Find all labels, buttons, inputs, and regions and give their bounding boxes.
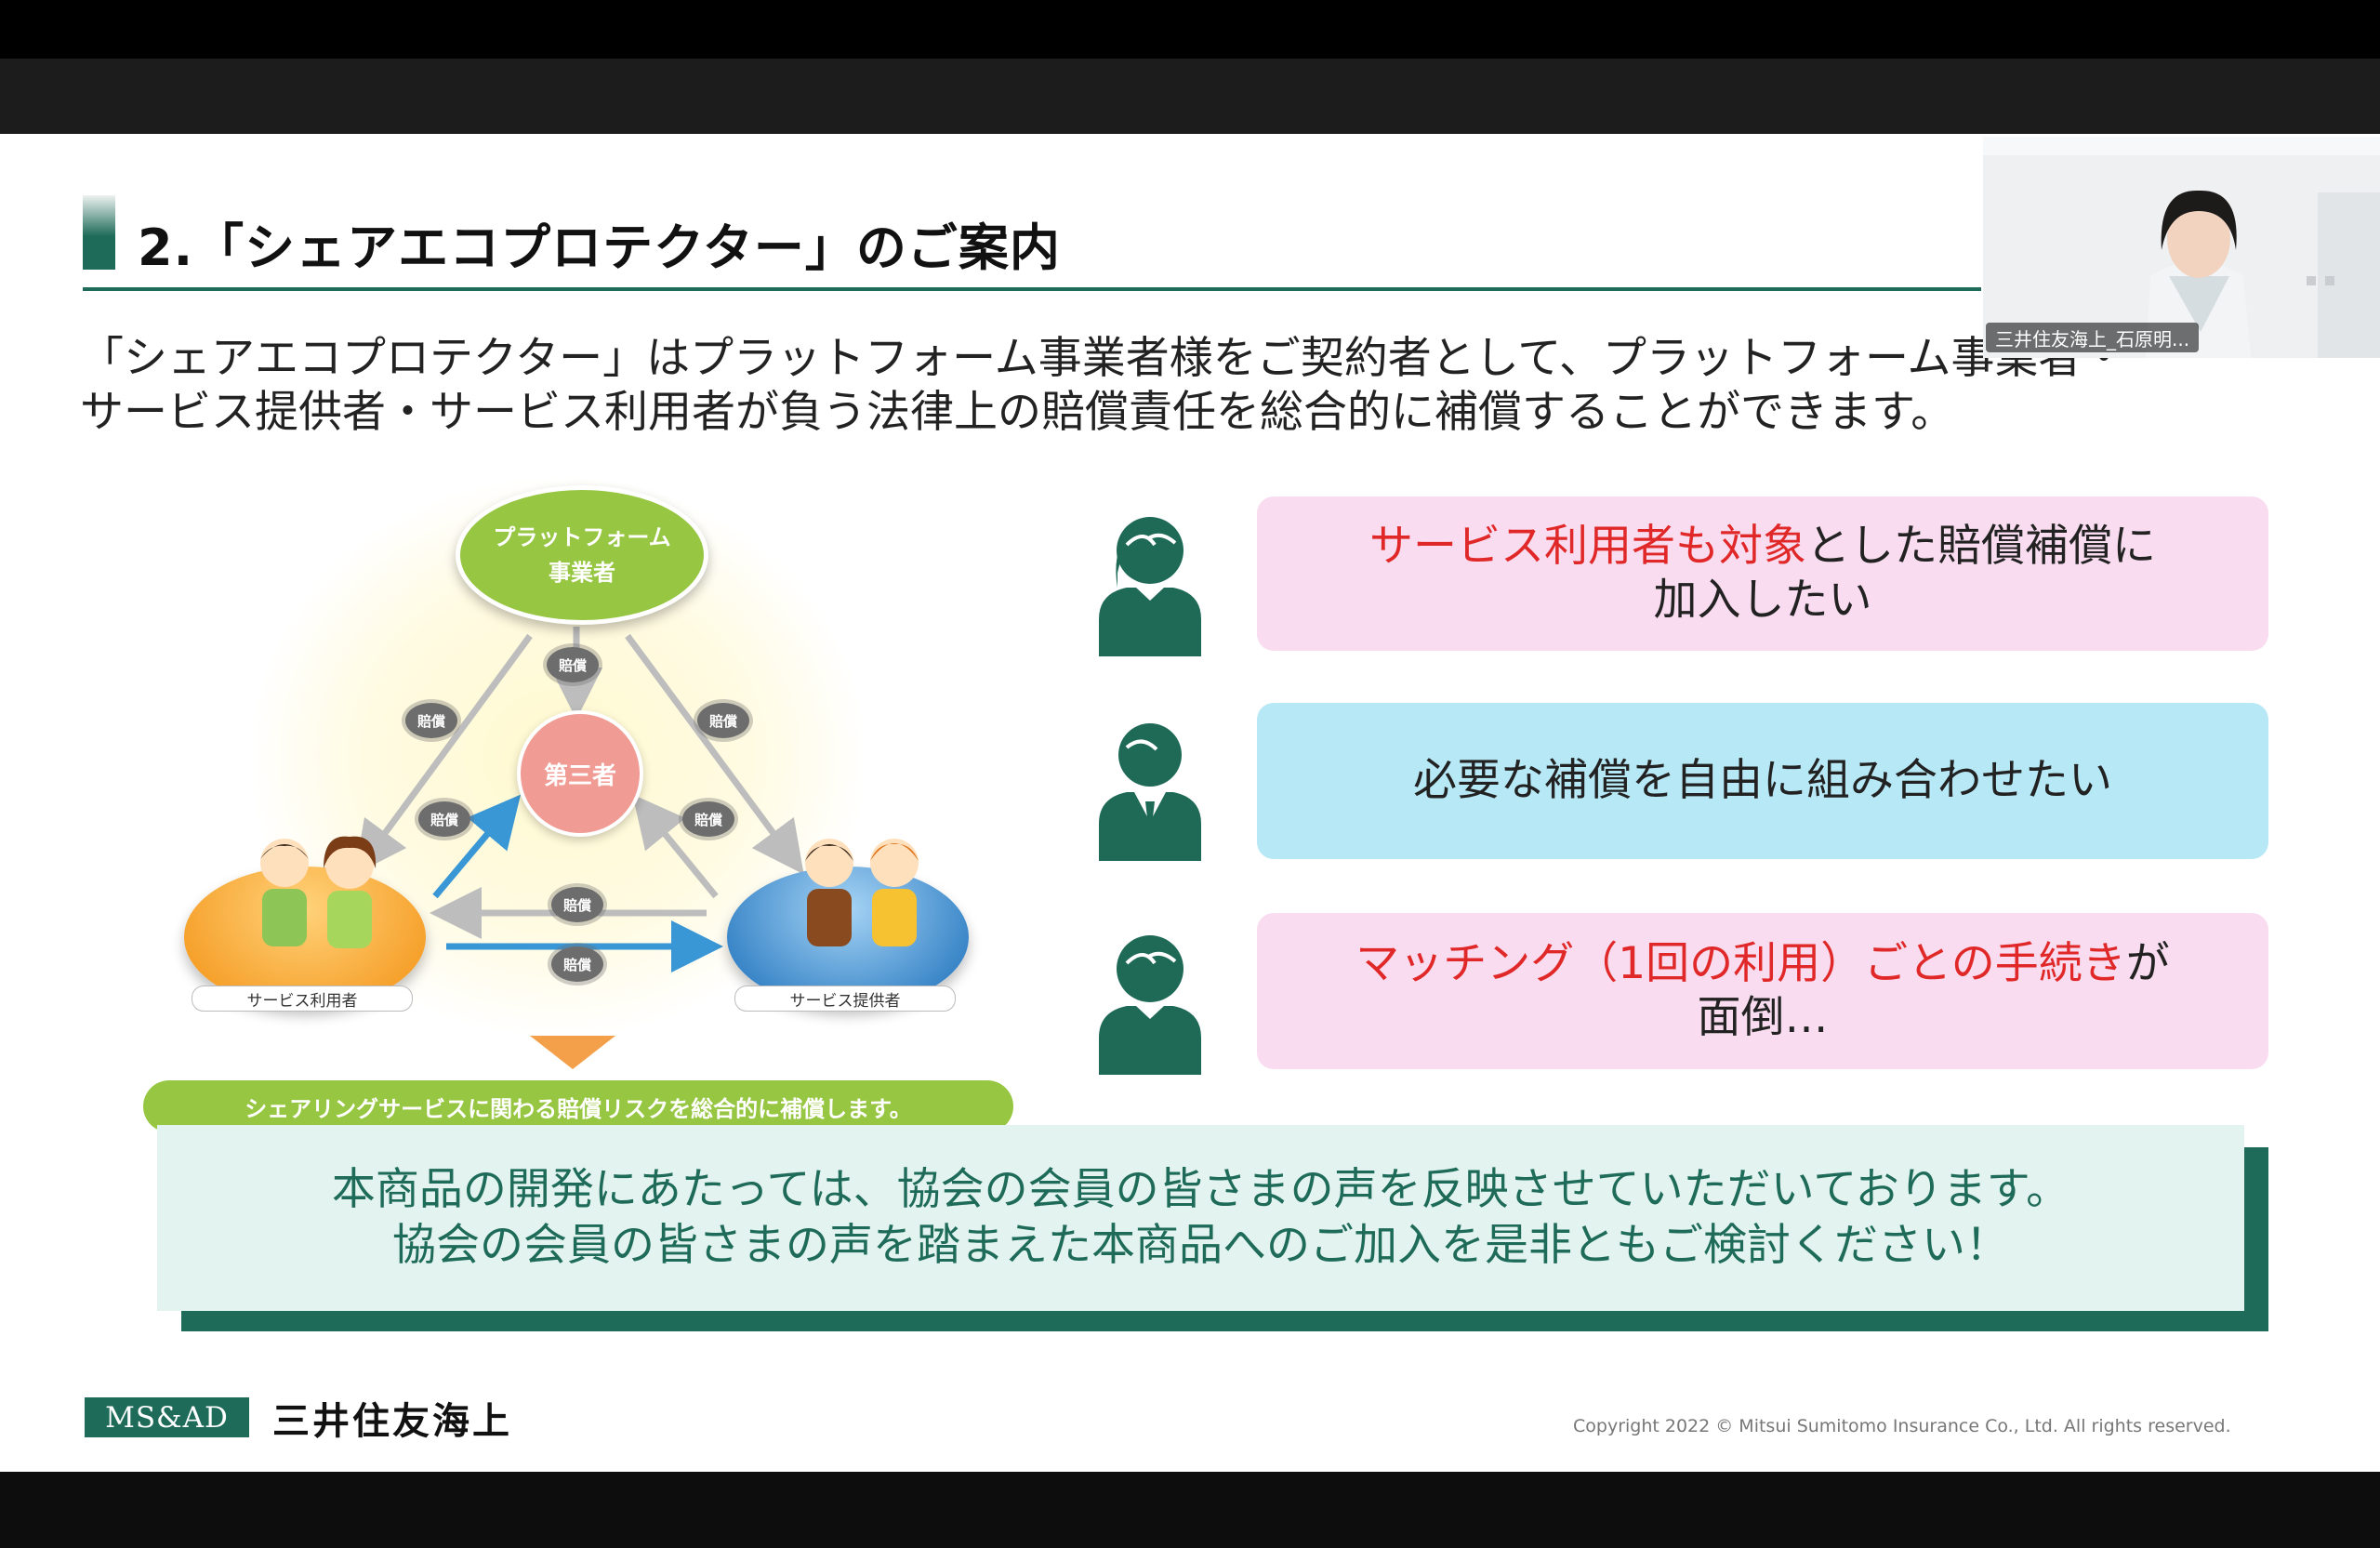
voice-bubble-3: マッチング（1回の利用）ごとの手続きが 面倒… (1257, 913, 2268, 1069)
participant-name-tag: 三井住友海上_石原明... (1986, 323, 2200, 352)
arrow-platform-to-provider (625, 633, 804, 875)
third-party-node: 第三者 (517, 710, 643, 837)
voice-3-rest: が (2125, 938, 2170, 989)
participant-video-image (1983, 137, 2380, 358)
msad-logo: MS&AD (85, 1397, 249, 1437)
feedback-box: 本商品の開発にあたっては、協会の会員の皆さまの声を反映させていただいております。… (157, 1125, 2244, 1311)
arrow-provider-to-third (632, 794, 719, 899)
platform-label-line1: プラットフォーム (493, 524, 671, 550)
slide-title: 2.「シェアエコプロテクター」のご案内 (138, 218, 1061, 277)
coverage-diagram: プラットフォーム 事業者 第三者 賠償 賠償 賠償 賠償 賠償 賠償 賠償 (139, 478, 1023, 1231)
meeting-toolbar-band (0, 59, 2380, 134)
diagram-summary: シェアリングサービスに関わる賠償リスクを総合的に補償します。 (143, 1080, 1013, 1132)
service-user-label: サービス利用者 (192, 986, 413, 1012)
title-accent-bar (83, 195, 115, 270)
copyright-text: Copyright 2022 © Mitsui Sumitomo Insuran… (1573, 1416, 2231, 1436)
male-person-icon (1099, 723, 1201, 861)
compensation-badge: 賠償 (547, 647, 599, 682)
compensation-badge: 賠償 (551, 887, 603, 922)
voice-3-line2: 面倒… (1697, 992, 1829, 1043)
voice-1-rest: とした賠償補償に (1806, 521, 2156, 572)
slide-description: 「シェアエコプロテクター」はプラットフォーム事業者様をご契約者として、プラットフ… (80, 332, 2218, 440)
voice-3-highlight: マッチング（1回の利用）ごとの手続き (1355, 938, 2126, 989)
service-provider-people-icon (805, 839, 919, 946)
voice-1-line1: サービス利用者も対象とした賠償補償に (1369, 520, 2156, 574)
service-user-people-icon (260, 836, 377, 948)
compensation-badge: 賠償 (418, 801, 470, 837)
meeting-top-bar (0, 0, 2380, 59)
description-line: 「シェアエコプロテクター」はプラットフォーム事業者様をご契約者として、プラットフ… (80, 333, 2126, 384)
platform-label-line2: 事業者 (549, 560, 615, 586)
voice-1-line2: 加入したい (1653, 575, 1872, 626)
feedback-line: 本商品の開発にあたっては、協会の会員の皆さまの声を反映させていただいております。 (331, 1164, 2070, 1215)
down-triangle-icon (530, 1036, 615, 1069)
female-person-icon (1099, 935, 1201, 1075)
title-underline (83, 287, 1981, 291)
arrow-user-to-third (432, 794, 522, 899)
meeting-bottom-bar (0, 1472, 2380, 1548)
voice-3-line1: マッチング（1回の利用）ごとの手続きが (1355, 937, 2169, 991)
compensation-badge: 賠償 (405, 703, 457, 738)
participant-video-tile[interactable] (1983, 137, 2380, 358)
compensation-badge: 賠償 (697, 703, 749, 738)
feedback-line: 協会の会員の皆さまの声を踏まえた本商品へのご加入を是非ともご検討ください！ (392, 1220, 2009, 1271)
female-person-icon (1099, 517, 1201, 656)
voice-bubble-2: 必要な補償を自由に組み合わせたい (1257, 703, 2268, 859)
arrow-platform-to-user (354, 633, 533, 875)
platform-operator-node: プラットフォーム 事業者 (456, 485, 708, 625)
voice-bubble-1: サービス利用者も対象とした賠償補償に 加入したい (1257, 496, 2268, 651)
voice-2-text: 必要な補償を自由に組み合わせたい (1413, 755, 2112, 806)
description-line: サービス提供者・サービス利用者が負う法律上の賠償責任を総合的に補償することができ… (80, 387, 1955, 438)
compensation-badge: 賠償 (682, 801, 734, 837)
company-name: 三井住友海上 (272, 1400, 512, 1443)
service-provider-label: サービス提供者 (734, 986, 956, 1012)
compensation-badge: 賠償 (551, 946, 603, 982)
voice-1-highlight: サービス利用者も対象 (1369, 521, 1806, 572)
